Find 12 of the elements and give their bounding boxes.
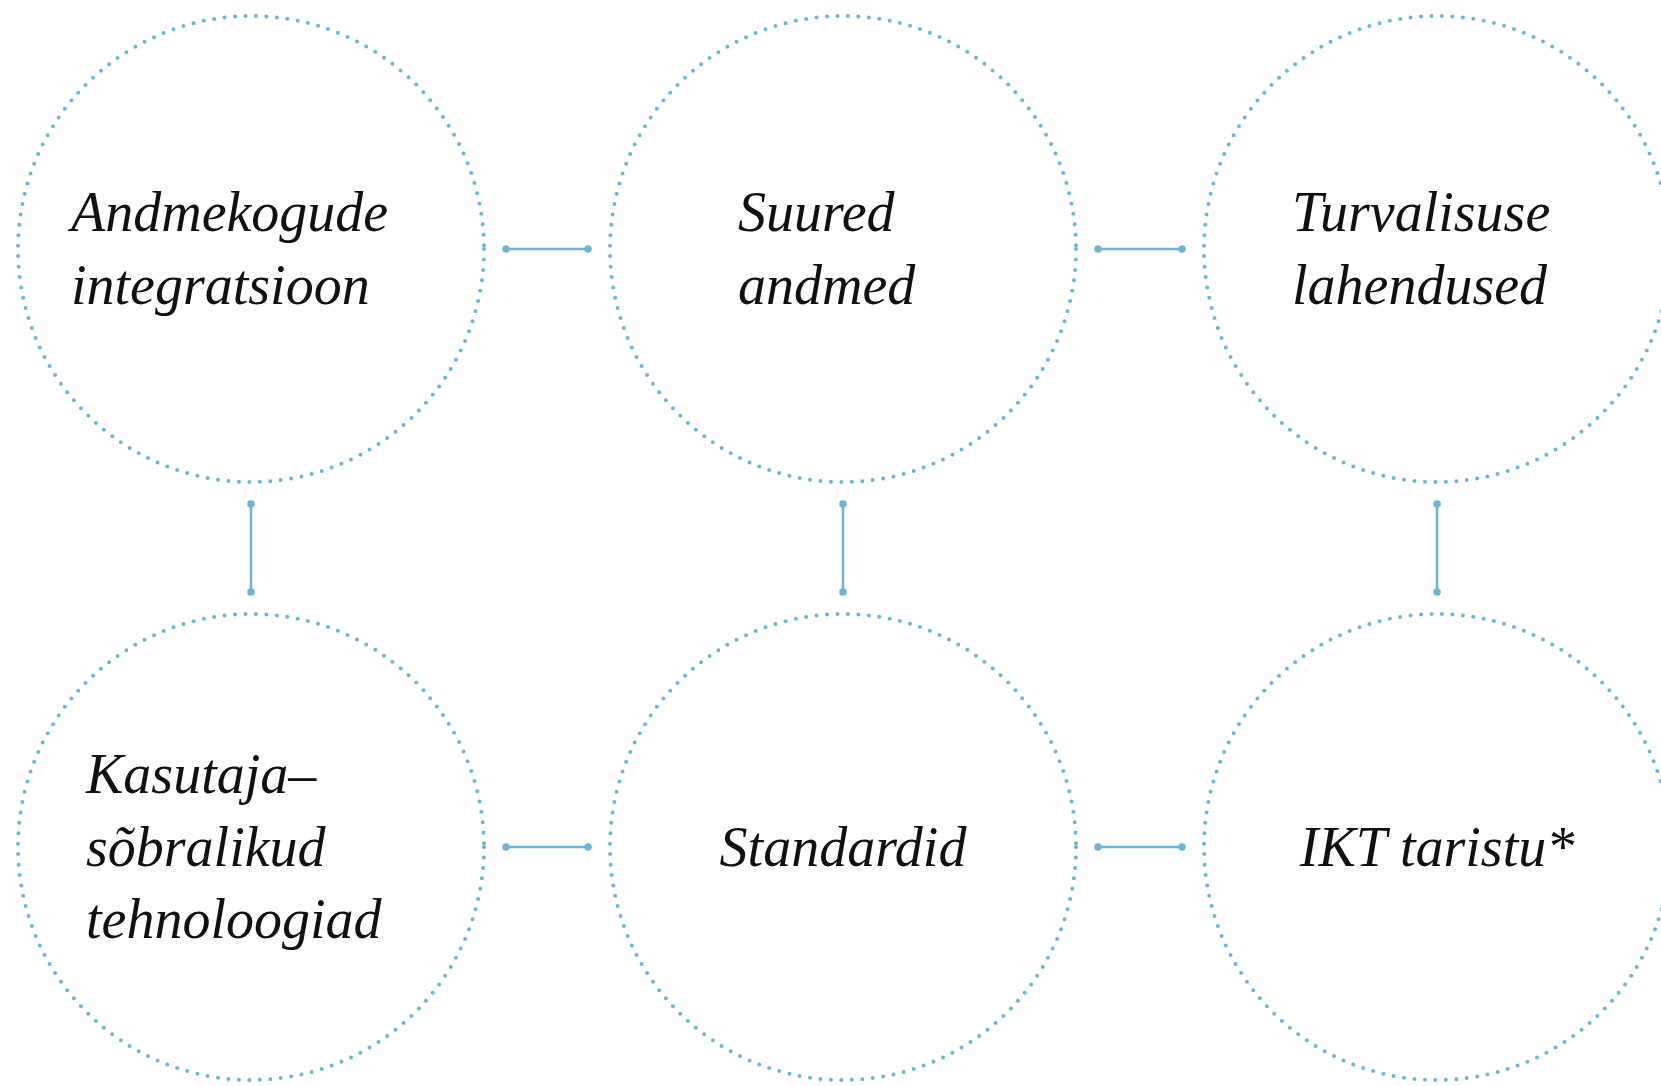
- connector-line: [1433, 500, 1441, 596]
- node-label: IKT taristu*: [1299, 814, 1575, 880]
- connector-line: [1094, 843, 1186, 851]
- connector-line: [247, 500, 255, 596]
- node-label: Turvalisuse lahendused: [1292, 180, 1552, 318]
- node-label: Suured andmed: [738, 180, 917, 318]
- connector-line: [1094, 245, 1186, 253]
- node-label: Standardid: [719, 814, 967, 880]
- connector-line: [502, 843, 592, 851]
- node-label: Kasutaja–sõbralikud tehnoloogiad: [86, 741, 383, 953]
- connector-line: [502, 245, 592, 253]
- connector-line: [839, 500, 847, 596]
